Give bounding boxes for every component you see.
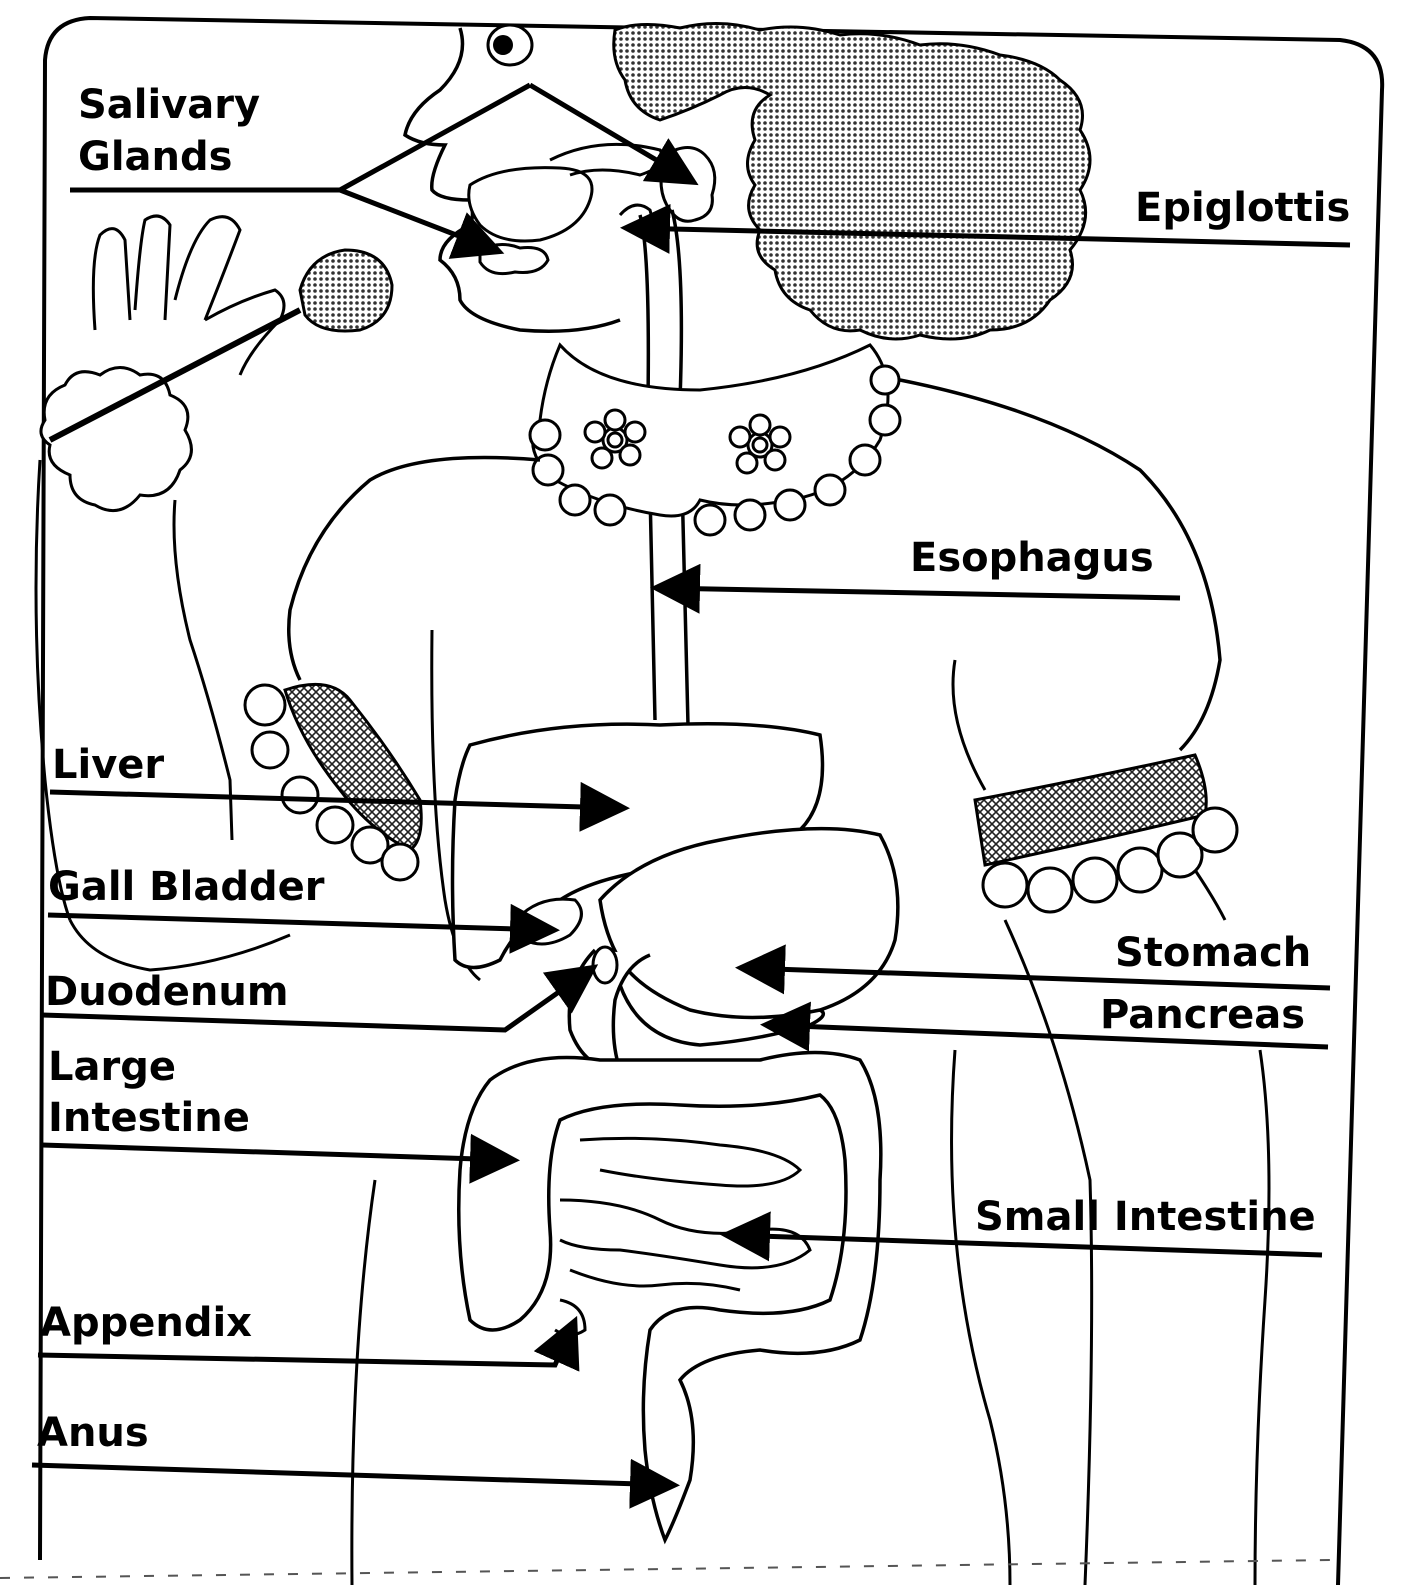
label-appendix: Appendix [40,1298,252,1348]
label-esophagus: Esophagus [910,533,1154,583]
label-small-intestine: Small Intestine [975,1192,1316,1242]
label-duodenum: Duodenum [45,967,289,1017]
label-stomach: Stomach [1115,928,1311,978]
salivary-gland-upper [661,148,715,222]
left-arm [174,500,232,840]
food-blob [41,368,191,511]
large-intestine-shape [459,1053,881,1541]
hand [93,216,284,375]
small-intestine-shape [560,1138,810,1290]
label-large-intestine-line2: Intestine [48,1093,250,1143]
mouth-cavity [469,168,592,241]
esophagus-pointer [660,588,1180,598]
label-gall-bladder: Gall Bladder [48,862,324,912]
label-large-intestine-line1: Large [48,1042,176,1092]
treat-top [300,250,392,331]
label-liver: Liver [52,740,164,790]
large-intestine-pointer [42,1145,510,1160]
label-salivary-glands-line1: Salivary [78,80,260,130]
label-salivary-glands-line2: Glands [78,132,232,182]
label-epiglottis: Epiglottis [1135,183,1350,233]
torso-outline [289,458,540,681]
label-anus: Anus [37,1408,149,1458]
label-pancreas: Pancreas [1100,990,1305,1040]
